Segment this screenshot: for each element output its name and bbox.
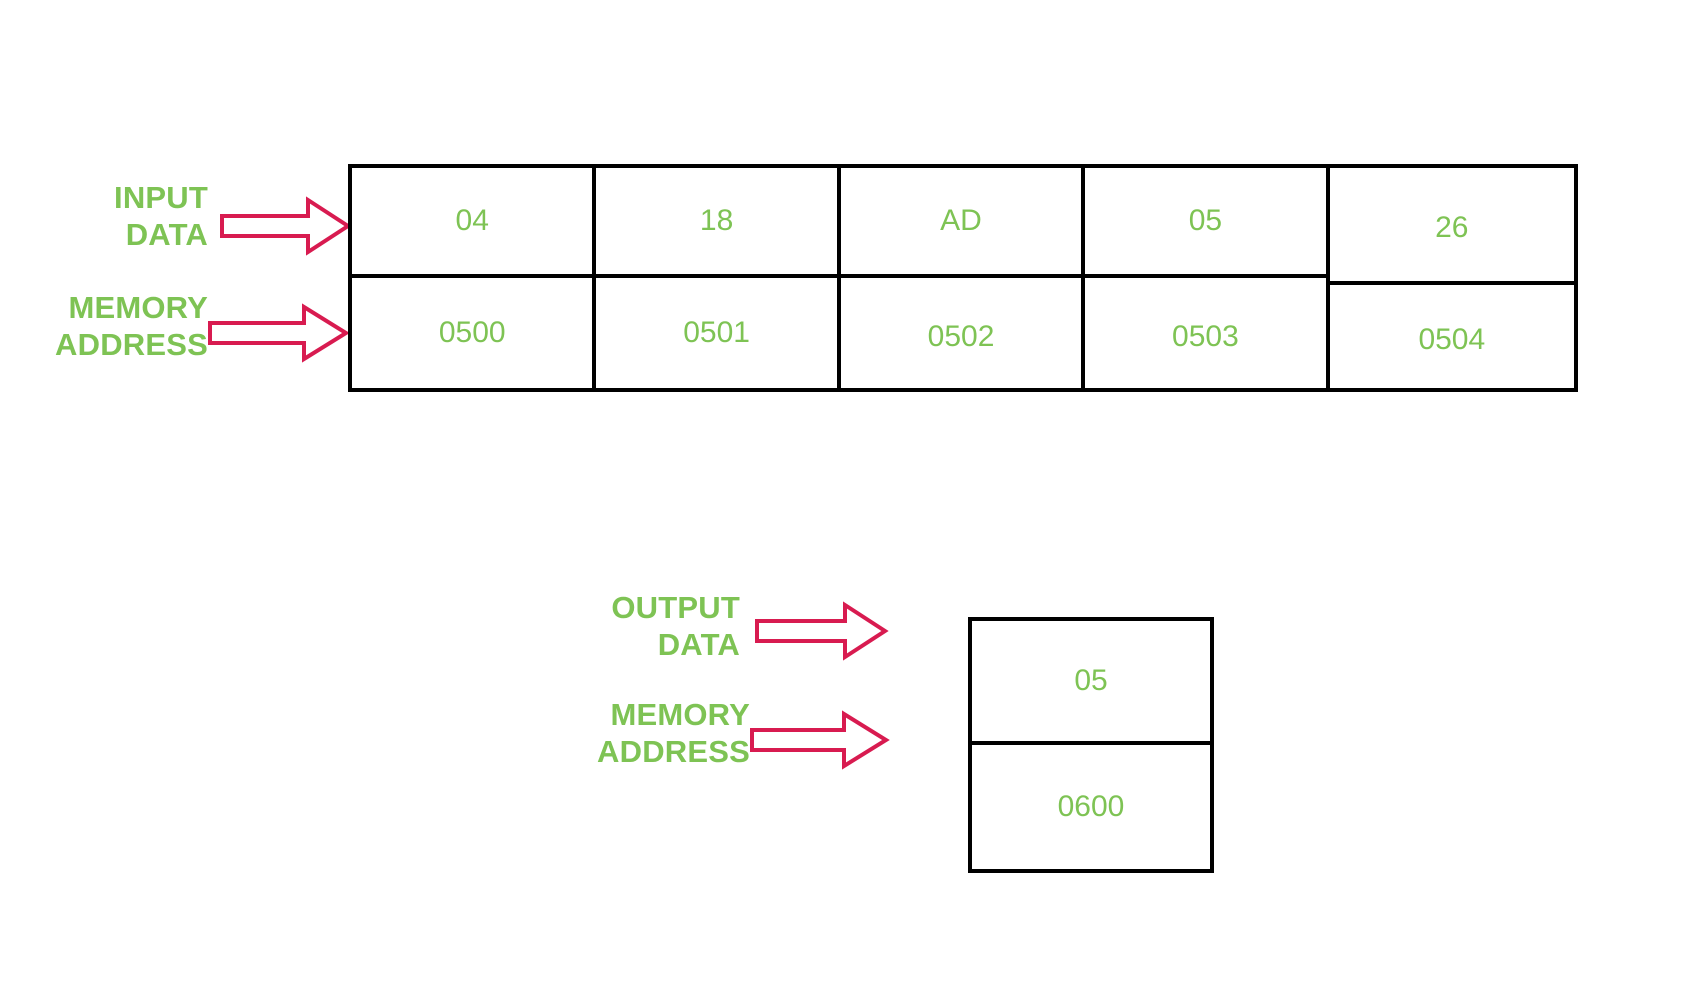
input-address-value: 0503 bbox=[1172, 320, 1239, 353]
right-arrow-outline-icon-input-data bbox=[220, 196, 352, 256]
input-address-value: 0502 bbox=[927, 320, 995, 353]
output-address-value: 0600 bbox=[1057, 790, 1125, 823]
memory-cell-column: 05 0600 bbox=[972, 621, 1210, 869]
input-data-label: INPUT DATA bbox=[114, 180, 208, 252]
right-arrow-outline-icon-output-address bbox=[750, 710, 890, 770]
input-address-value: 0504 bbox=[1418, 323, 1486, 356]
right-arrow-outline-icon-output-data bbox=[755, 601, 889, 661]
memory-address-label-input: MEMORY ADDRESS bbox=[55, 290, 208, 362]
memory-cell-column: 18 0501 bbox=[596, 168, 841, 388]
memory-cell-column: 04 0500 bbox=[352, 168, 597, 388]
output-memory-table: 05 0600 bbox=[968, 617, 1214, 873]
input-data-value: 18 bbox=[596, 168, 837, 278]
memory-cell-column: 05 0503 bbox=[1085, 168, 1330, 388]
input-address-value: 0501 bbox=[683, 316, 750, 349]
memory-cell-column: 26 0504 bbox=[1329, 168, 1574, 388]
input-data-value: 04 bbox=[352, 168, 593, 278]
memory-cell-column: AD 0502 bbox=[840, 168, 1086, 388]
input-data-value: AD bbox=[840, 168, 1082, 278]
input-memory-table: 04 0500 18 0501 AD 0502 05 0503 26 0504 bbox=[348, 164, 1578, 392]
input-address-value: 0500 bbox=[438, 316, 506, 349]
memory-address-label-output: MEMORY ADDRESS bbox=[597, 697, 750, 769]
input-data-value: 05 bbox=[1085, 168, 1326, 278]
output-data-label: OUTPUT DATA bbox=[611, 590, 740, 662]
input-data-value: 26 bbox=[1329, 175, 1574, 285]
right-arrow-outline-icon-input-address bbox=[208, 303, 350, 363]
output-data-value: 05 bbox=[972, 621, 1210, 745]
